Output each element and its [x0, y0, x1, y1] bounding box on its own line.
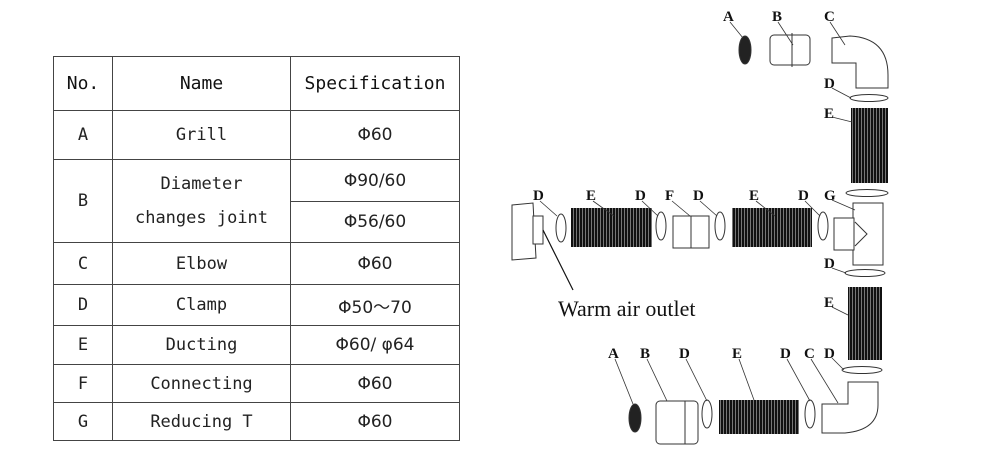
clamp — [817, 211, 829, 241]
callout-label: E — [749, 188, 759, 204]
callout-label: C — [804, 346, 815, 362]
clamp — [555, 213, 567, 243]
table-row: B Diameter changes joint Φ90/60 — [53, 159, 460, 243]
table-row: Φ56/60 — [54, 201, 460, 243]
cell-no: B — [53, 159, 113, 243]
callout-label: E — [586, 188, 596, 204]
clamp — [701, 399, 713, 429]
cell-name: Diameter changes joint — [112, 159, 291, 243]
table-header-row: No. Name Specification — [53, 56, 460, 111]
cell-name: Clamp — [112, 284, 291, 326]
ducting-vertical — [851, 108, 888, 183]
clamp — [845, 189, 889, 197]
callout-label: D — [693, 188, 704, 204]
grill-bottom — [628, 403, 642, 433]
callout-label: B — [640, 346, 650, 362]
callout-label: E — [824, 295, 834, 311]
warm-air-outlet — [511, 202, 544, 261]
table-row: C Elbow Φ60 — [53, 242, 460, 285]
outlet-leader-line — [542, 229, 574, 291]
callout-label: D — [635, 188, 646, 204]
clamp — [841, 366, 883, 374]
clamp — [655, 211, 667, 241]
cell-name: Grill — [112, 110, 291, 160]
clamp — [714, 211, 726, 241]
leader-lines — [539, 21, 856, 405]
callout-label: D — [780, 346, 791, 362]
cell-name-line2: changes joint — [134, 208, 269, 228]
cell-spec: Φ60 — [290, 110, 460, 160]
cell-spec: Φ60 — [290, 242, 460, 285]
callout-label: C — [824, 9, 835, 25]
cell-name: Reducing T — [112, 402, 291, 441]
ducting — [719, 400, 799, 434]
callout-label: B — [772, 9, 782, 25]
cell-spec: Φ60 — [290, 402, 460, 441]
callouts-bottom: A B D E D C — [608, 346, 815, 362]
header-no: No. — [53, 56, 113, 111]
table-row: G Reducing T Φ60 — [53, 402, 460, 441]
callout-label: D — [824, 256, 835, 272]
cell-spec: Φ50～70 — [290, 284, 460, 326]
cell-no: A — [53, 110, 113, 160]
ducting-vertical — [848, 287, 882, 360]
callout-label: D — [679, 346, 690, 362]
cell-name: Elbow — [112, 242, 291, 285]
callout-label: E — [732, 346, 742, 362]
table-row: F Connecting Φ60 — [53, 364, 460, 403]
table-row: A Grill Φ60 — [53, 110, 460, 160]
callout-label: D — [824, 346, 835, 362]
specification-table: No. Name Specification A Grill Φ60 B Dia… — [53, 56, 460, 441]
cell-spec: Φ60 — [290, 364, 460, 403]
elbow-bottom — [821, 381, 879, 434]
callout-label: A — [608, 346, 619, 362]
callout-label: D — [798, 188, 809, 204]
cell-name-line1: Diameter — [160, 174, 243, 194]
cell-name: Connecting — [112, 364, 291, 403]
grill-top — [738, 35, 752, 65]
callout-label: E — [824, 106, 834, 122]
warm-air-outlet-caption: Warm air outlet — [558, 296, 696, 321]
callout-label: G — [824, 188, 836, 204]
table-row: D Clamp Φ50～70 — [53, 284, 460, 326]
cell-spec: Φ60/ φ64 — [290, 325, 460, 365]
cell-spec: Φ56/60 — [290, 201, 460, 243]
clamp — [804, 399, 816, 429]
reducing-tee — [833, 202, 884, 266]
diameter-joint-top — [769, 33, 811, 67]
cell-no: G — [53, 402, 113, 441]
table-row: E Ducting Φ60/ φ64 — [53, 325, 460, 365]
diameter-joint-bottom — [655, 400, 699, 445]
connecting-pipe — [672, 215, 710, 249]
callout-label: D — [824, 76, 835, 92]
elbow-top — [831, 35, 889, 89]
callout-label: D — [533, 188, 544, 204]
callouts-middle: D E D F D E D — [533, 188, 809, 204]
ducting — [732, 208, 812, 247]
callout-label: A — [723, 9, 734, 25]
callout-label: F — [665, 188, 674, 204]
clamp — [844, 269, 886, 277]
cell-no: E — [53, 325, 113, 365]
clamp — [849, 94, 889, 102]
header-name: Name — [112, 56, 291, 111]
cell-no: D — [53, 284, 113, 326]
